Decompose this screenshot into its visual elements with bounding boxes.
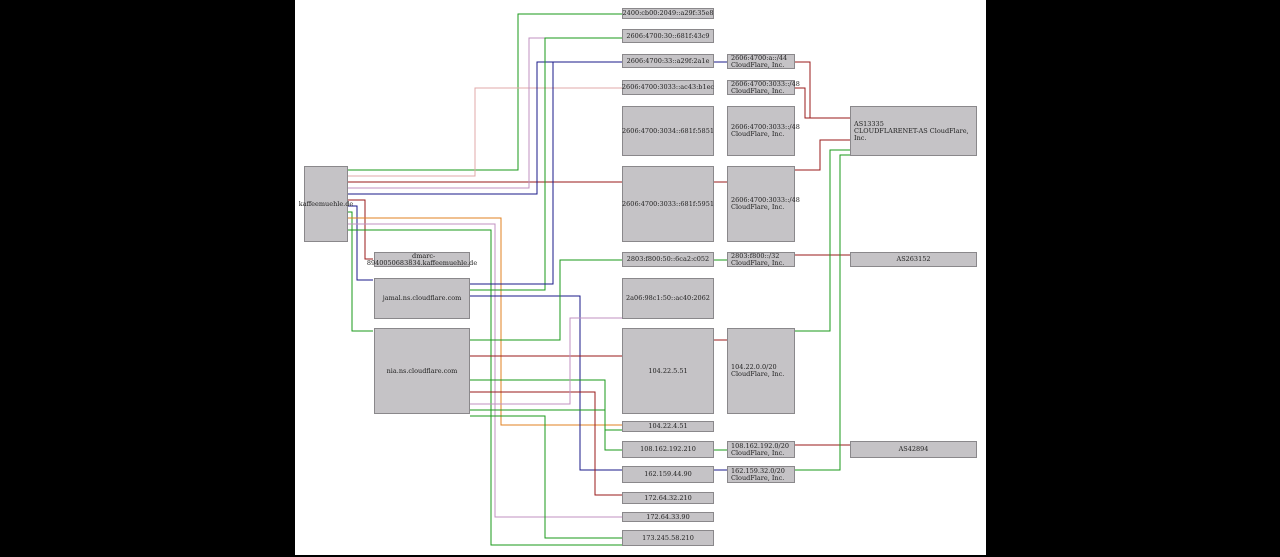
ipv6-node[interactable]: 2606:4700:30::681f:43c9	[622, 29, 714, 43]
edge-domain-ip6a	[347, 13, 622, 171]
edge-pfx4-as1	[795, 139, 850, 171]
prefix-node[interactable]: 2606:4700:3033::/48 CloudFlare, Inc.	[727, 80, 800, 95]
ipv4-node[interactable]: 104.22.4.51	[622, 421, 714, 432]
edge-pfx8-as1	[795, 154, 850, 471]
ipv4-node[interactable]: 108.162.192.210	[622, 441, 714, 458]
ipv4-node[interactable]: 162.159.44.90	[622, 466, 714, 483]
ipv4-node[interactable]: 173.245.58.210	[622, 530, 714, 546]
edge-pfx1-as1	[795, 61, 850, 119]
edge-pfx6-as1	[795, 149, 850, 332]
domain-node[interactable]: kaffeemuehle.de	[299, 166, 353, 242]
ipv6-node[interactable]: 2400:cb00:2049::a29f:35e8	[622, 8, 714, 19]
edge-ns1-records-c	[470, 61, 622, 285]
as-node[interactable]: AS263152	[850, 252, 977, 267]
ipv6-node[interactable]: 2803:f800:50::6ca2:c052	[622, 252, 714, 267]
prefix-node[interactable]: 2606:4700:3033::/48 CloudFlare, Inc.	[727, 106, 800, 156]
as-node[interactable]: AS42894	[850, 441, 977, 458]
ipv4-node[interactable]: 172.64.32.210	[622, 492, 714, 504]
ns-node-nia[interactable]: nia.ns.cloudflare.com	[374, 328, 470, 414]
edge-domain-ip6e	[347, 61, 622, 195]
edge-domain-ns2	[347, 211, 373, 332]
prefix-node[interactable]: 2803:f800::/32 CloudFlare, Inc.	[727, 252, 795, 267]
ipv6-node[interactable]: 2a06:98c1:50::ac40:2062	[622, 278, 714, 319]
edge-ns1-records-b	[470, 37, 622, 291]
edge-domain-ip6b	[347, 87, 622, 177]
ipv4-node[interactable]: 172.64.33.90	[622, 512, 714, 522]
prefix-node[interactable]: 104.22.0.0/20 CloudFlare, Inc.	[727, 328, 795, 414]
edge-ns2-records-g	[470, 415, 622, 539]
edge-ns2-records-d	[470, 391, 622, 496]
edge-pfx2-as1	[795, 87, 850, 119]
ns-node-jamal[interactable]: jamal.ns.cloudflare.com	[374, 278, 470, 319]
edge-domain-ip4	[347, 217, 622, 426]
prefix-node[interactable]: 2606:4700:a::/44 CloudFlare, Inc.	[727, 54, 795, 69]
ipv6-node[interactable]: 2606:4700:33::a29f:2a1e	[622, 54, 714, 68]
as-node[interactable]: AS13335 CLOUDFLARENET-AS CloudFlare, Inc…	[850, 106, 977, 156]
prefix-node[interactable]: 108.162.192.0/20 CloudFlare, Inc.	[727, 441, 795, 458]
ipv6-node[interactable]: 2606:4700:3033::681f:5951	[622, 166, 714, 242]
diagram-canvas: kaffeemuehle.de _dmarc-8940050683834.kaf…	[295, 0, 986, 555]
prefix-node[interactable]: 162.159.32.0/20 CloudFlare, Inc.	[727, 466, 795, 483]
edge-ns2-records-c	[470, 379, 622, 451]
txt-record-node[interactable]: _dmarc-8940050683834.kaffeemuehle.de	[366, 251, 478, 267]
edge-ns2-records-e	[470, 317, 622, 405]
edge-ns2-records	[470, 259, 622, 341]
edge-domain-ns1	[347, 205, 373, 281]
ipv6-node[interactable]: 2606:4700:3033::ac43:b1ec	[622, 80, 714, 95]
prefix-node[interactable]: 2606:4700:3033::/48 CloudFlare, Inc.	[727, 166, 800, 242]
ipv6-node[interactable]: 2606:4700:3034::681f:5851	[622, 106, 714, 156]
edge-domain-ip4c	[347, 229, 622, 546]
edge-ns2-records-f	[470, 409, 622, 431]
edges-layer	[347, 13, 850, 546]
edge-ns1-records	[470, 295, 622, 471]
edge-domain-ip4b	[347, 223, 622, 518]
ipv4-node[interactable]: 104.22.5.51	[622, 328, 714, 414]
edge-domain-ip6d	[347, 37, 622, 189]
